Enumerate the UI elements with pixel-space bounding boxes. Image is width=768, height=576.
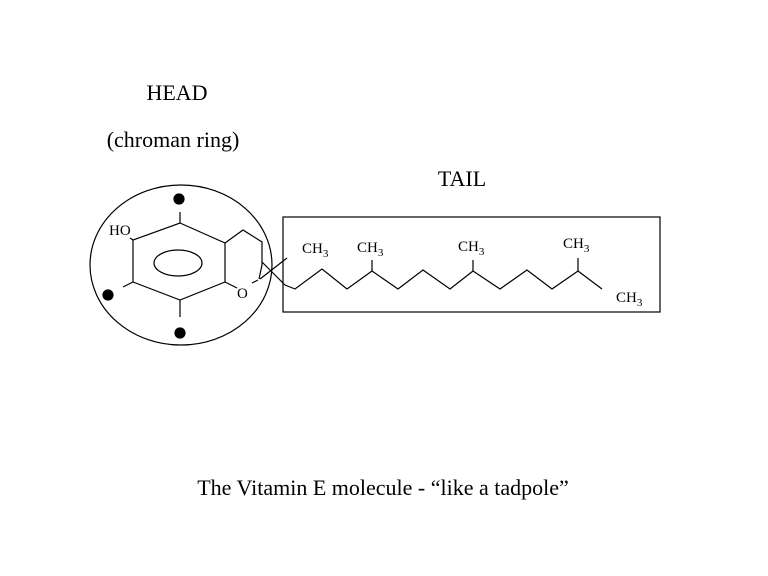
methyl-label: CH3	[563, 236, 590, 255]
phytyl-chain	[261, 261, 603, 290]
methyl-dot-bottom	[174, 327, 186, 339]
hydroxyl-label: HO	[109, 223, 131, 239]
head-outline	[89, 184, 273, 346]
head-subtitle: (chroman ring)	[106, 127, 240, 152]
methyl-dot-top	[173, 193, 185, 205]
methyl-dot-left	[102, 289, 114, 301]
tail-box	[282, 216, 661, 313]
methyl-label: CH3	[357, 240, 384, 259]
ring-oxygen-label: O	[237, 286, 248, 302]
methyl-label: CH3	[302, 241, 329, 260]
head-label: HEAD	[146, 80, 208, 105]
methyl-label: CH3	[616, 290, 643, 309]
benzene-ring	[132, 222, 226, 301]
pyran-ring	[224, 229, 263, 280]
aromatic-circle	[153, 249, 203, 277]
methyl-label: CH3	[458, 239, 485, 258]
tail-label: TAIL	[437, 166, 487, 191]
caption: The Vitamin E molecule - “like a tadpole…	[197, 475, 569, 500]
